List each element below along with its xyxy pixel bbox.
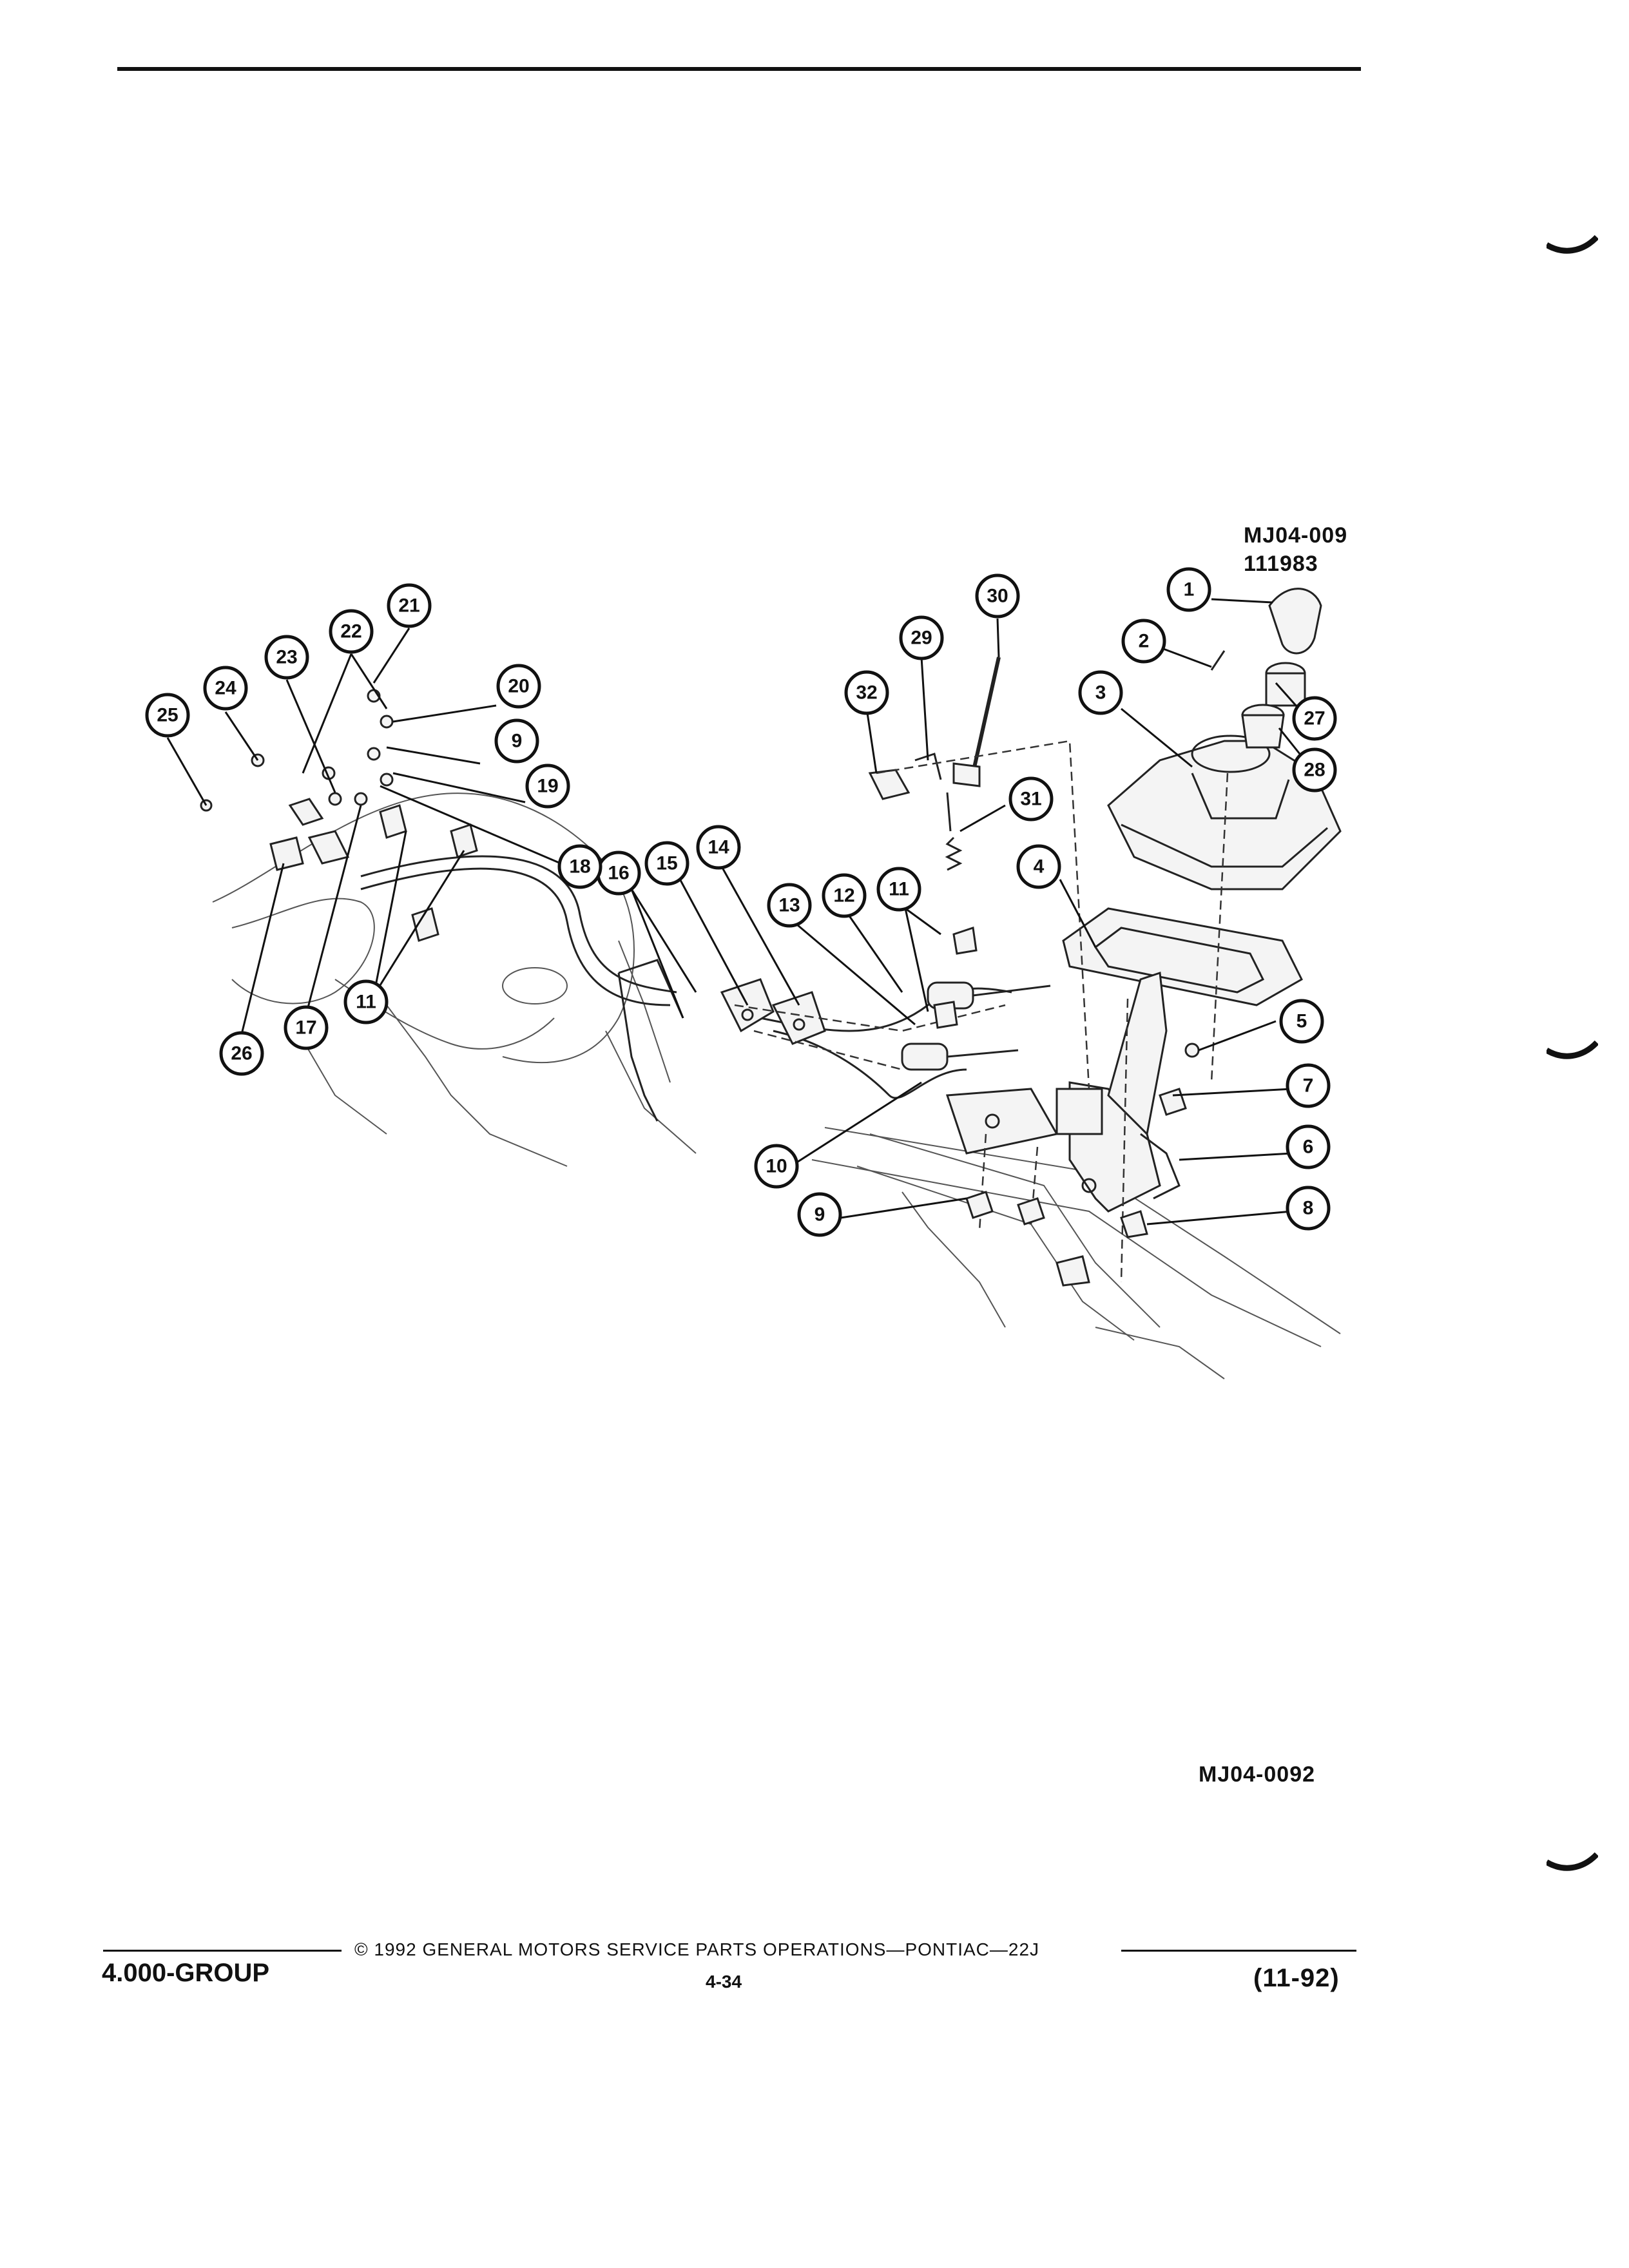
- callout-label: 26: [231, 1043, 252, 1064]
- callout: 31: [1008, 776, 1054, 822]
- cable-brackets: [617, 959, 826, 1122]
- figure-id-top: MJ04-009: [1244, 523, 1348, 548]
- callout-label: 22: [340, 621, 361, 642]
- shift-cables: [360, 855, 1051, 1099]
- callout: 3: [1078, 670, 1123, 715]
- callout-label: 25: [157, 705, 178, 726]
- callout: 27: [1292, 696, 1337, 741]
- callout: 21: [387, 583, 432, 628]
- callout: 22: [329, 609, 374, 654]
- callout-label: 30: [987, 586, 1008, 607]
- callout: 28: [1292, 747, 1337, 793]
- callout: 26: [219, 1031, 264, 1076]
- callout-label: 9: [512, 731, 523, 752]
- callout: 13: [767, 883, 812, 928]
- callout-label: 16: [608, 863, 629, 884]
- binding-mark: [1547, 235, 1598, 254]
- callout: 4: [1016, 844, 1061, 889]
- callout-label: 15: [656, 853, 677, 874]
- callout: 25: [145, 693, 190, 738]
- boot-retainer: [1062, 907, 1303, 1006]
- callout-label: 17: [295, 1017, 316, 1039]
- footer-page-number: 4-34: [706, 1972, 742, 1992]
- callout: 14: [696, 825, 741, 870]
- callout: 19: [525, 764, 570, 809]
- callout: 15: [644, 841, 689, 886]
- callout: 29: [899, 615, 944, 660]
- callout-label: 14: [708, 837, 729, 858]
- figure-id-bottom: MJ04-0092: [1199, 1762, 1316, 1787]
- callout-label: 8: [1303, 1198, 1314, 1219]
- callout-label: 20: [508, 676, 529, 697]
- callout-label: 6: [1303, 1137, 1314, 1158]
- callout-label: 4: [1034, 856, 1045, 878]
- callout-label: 19: [537, 776, 558, 797]
- callout-label: 27: [1304, 708, 1325, 729]
- footer-copyright: © 1992 GENERAL MOTORS SERVICE PARTS OPER…: [354, 1939, 1040, 1959]
- shifter-bracket: [945, 971, 1181, 1213]
- callout-label: 28: [1304, 760, 1325, 781]
- callout-label: 9: [815, 1204, 825, 1225]
- callout-label: 29: [911, 628, 932, 649]
- binding-mark: [1547, 1852, 1598, 1871]
- callout: 24: [203, 666, 248, 711]
- callout: 10: [754, 1144, 799, 1189]
- callout-label: 10: [766, 1156, 787, 1177]
- callout: 2: [1121, 619, 1166, 664]
- shift-knob-parts: [1210, 588, 1322, 749]
- callout-label: 18: [569, 856, 590, 878]
- shift-boot: [1107, 735, 1342, 890]
- callout-label: 2: [1139, 631, 1150, 652]
- callout-label: 11: [356, 992, 376, 1013]
- binding-mark: [1547, 1040, 1598, 1059]
- callout: 9: [797, 1192, 842, 1237]
- callout: 11: [343, 979, 389, 1024]
- callout: 30: [975, 573, 1020, 619]
- callout-label: 5: [1296, 1011, 1307, 1032]
- callout-label: 11: [889, 879, 909, 900]
- footer-date-code: (11-92): [1253, 1964, 1340, 1992]
- top-rule: [117, 67, 1361, 71]
- callout: 17: [284, 1005, 329, 1050]
- fasteners: [200, 689, 1200, 1287]
- footer-rule-right: [1121, 1950, 1356, 1952]
- figure-code: 111983: [1244, 552, 1318, 576]
- leader-lines: [166, 598, 1306, 1225]
- callout-label: 31: [1020, 789, 1041, 810]
- callout: 32: [844, 670, 889, 715]
- callout: 18: [557, 844, 602, 889]
- callout-label: 32: [856, 682, 877, 704]
- footer-rule-left: [103, 1950, 342, 1952]
- callout: 12: [822, 873, 867, 918]
- callout-label: 1: [1184, 579, 1195, 601]
- callout: 23: [264, 635, 309, 680]
- shift-lever-parts: [868, 657, 1001, 871]
- footer-group-label: 4.000-GROUP: [102, 1959, 270, 1987]
- callout: 9: [494, 718, 539, 764]
- callout-label: 12: [833, 885, 854, 907]
- callout: 1: [1166, 567, 1211, 612]
- callout-label: 13: [778, 895, 800, 916]
- callout-label: 7: [1303, 1075, 1314, 1097]
- callout: 6: [1286, 1124, 1331, 1169]
- callout: 5: [1279, 999, 1324, 1044]
- callout-label: 21: [398, 595, 419, 617]
- callout: 16: [596, 850, 641, 896]
- callout-label: 3: [1095, 682, 1106, 704]
- callout: 11: [876, 867, 921, 912]
- callout-label: 24: [215, 678, 236, 699]
- callout-label: 23: [276, 647, 297, 668]
- callout: 20: [496, 664, 541, 709]
- callout: 7: [1286, 1063, 1331, 1108]
- callout: 8: [1286, 1186, 1331, 1231]
